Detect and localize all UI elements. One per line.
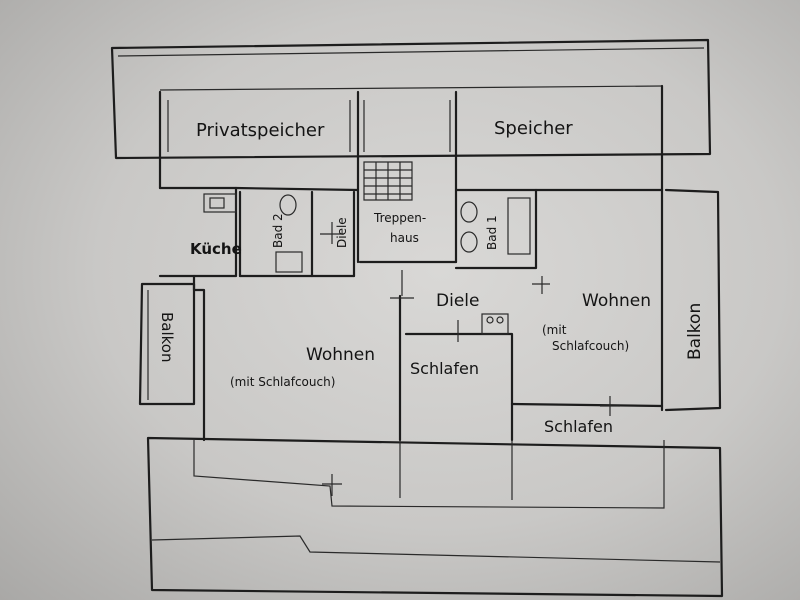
label-privatspeicher: Privatspeicher	[196, 120, 325, 141]
label-wohnen-right-note-2: Schlafcouch)	[552, 339, 629, 353]
roof-outline	[110, 38, 712, 160]
label-wohnen-right-note-1: (mit	[542, 323, 567, 337]
storage-rooms	[158, 84, 664, 264]
label-schlafen-right: Schlafen	[544, 417, 613, 436]
label-speicher: Speicher	[494, 118, 573, 139]
interior-walls	[158, 186, 722, 442]
staircase	[363, 161, 413, 201]
label-balkon-right: Balkon	[685, 303, 705, 360]
left-balcony-outline	[138, 282, 196, 406]
label-kueche: Küche	[190, 240, 242, 258]
label-diele-left: Diele	[335, 217, 349, 248]
door-markers	[320, 222, 620, 496]
label-bad-left: Bad 2	[271, 213, 285, 248]
label-wohnen-left-note: (mit Schlafcouch)	[230, 375, 335, 389]
fixtures	[203, 193, 531, 335]
label-bad-right: Bad 1	[485, 215, 499, 250]
terrace-outline	[146, 436, 724, 598]
label-wohnen-right: Wohnen	[582, 291, 651, 311]
label-treppenhaus-1: Treppen-	[373, 211, 426, 225]
label-diele-center: Diele	[436, 291, 479, 311]
label-treppenhaus-2: haus	[390, 231, 419, 245]
label-balkon-left: Balkon	[158, 312, 176, 363]
label-schlafen-center: Schlafen	[410, 359, 479, 378]
label-wohnen-left: Wohnen	[306, 345, 375, 365]
